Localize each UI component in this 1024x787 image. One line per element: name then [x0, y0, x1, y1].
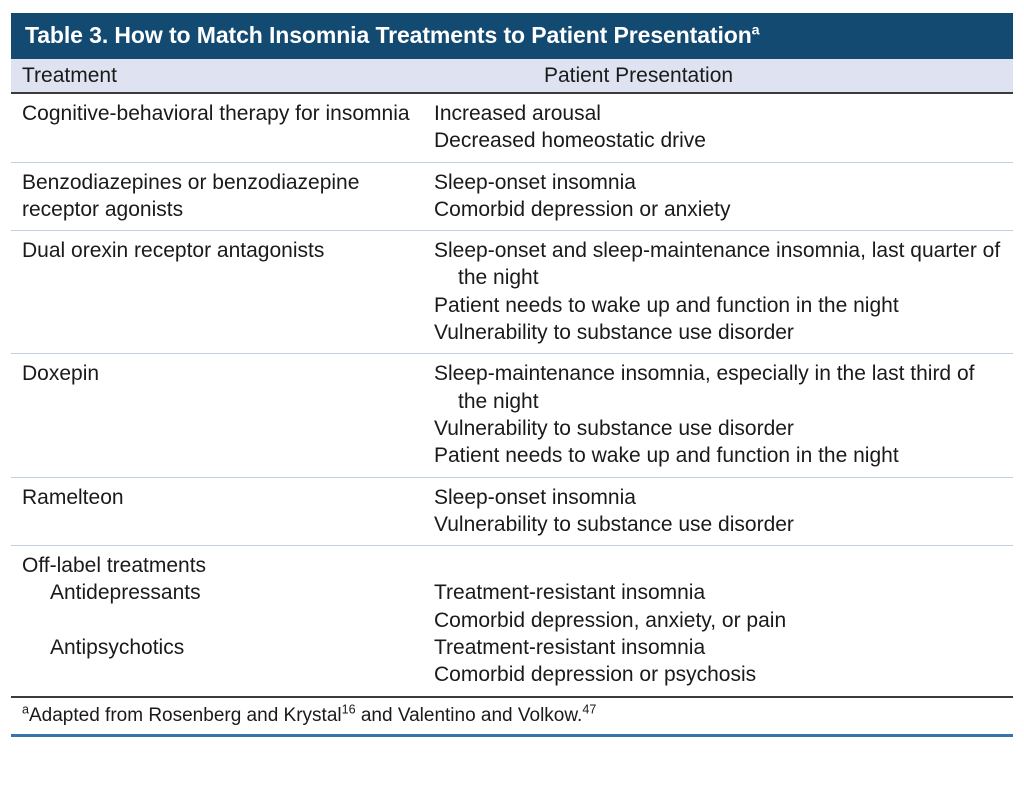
presentation-item: Decreased homeostatic drive — [434, 129, 706, 153]
presentation-item: Sleep-onset and sleep-maintenance insomn… — [434, 239, 1001, 290]
presentation-item: Patient needs to wake up and function in… — [434, 444, 899, 468]
presentation-item: Vulnerability to substance use disorder — [434, 321, 794, 345]
footnote-marker: a — [22, 702, 29, 717]
table-row: Dual orexin receptor antagonists Sleep-o… — [11, 231, 1013, 355]
presentation-cell: Sleep-onset insomnia Vulnerability to su… — [434, 484, 1013, 539]
presentation-item: Patient needs to wake up and function in… — [434, 293, 899, 317]
footnote-text-part2: and Valentino and Volkow. — [355, 704, 583, 726]
presentation-cell: Increased arousal Decreased homeostatic … — [434, 100, 1013, 155]
presentation-cell: Sleep-onset and sleep-maintenance insomn… — [434, 237, 1013, 346]
treatment-cell: Benzodiazepines or benzodiazepine recept… — [22, 170, 360, 221]
presentation-cell: Sleep-onset insomnia Comorbid depression… — [434, 169, 1013, 224]
footnote-reference-16: 16 — [341, 702, 356, 717]
table-row: Doxepin Sleep-maintenance insomnia, espe… — [11, 354, 1013, 478]
treatment-group-label: Off-label treatments — [22, 554, 207, 578]
table-title-text: Table 3. How to Match Insomnia Treatment… — [25, 22, 752, 48]
presentation-item: Treatment-resistant insomnia — [434, 581, 706, 605]
presentation-item: Comorbid depression or anxiety — [434, 197, 731, 221]
presentation-cell: Sleep-maintenance insomnia, especially i… — [434, 360, 1013, 469]
footnote-reference-47: 47 — [582, 702, 597, 717]
treatment-cell: Cognitive-behavioral therapy for insomni… — [22, 102, 410, 125]
presentation-item: Vulnerability to substance use disorder — [434, 416, 794, 440]
presentation-group-spacer — [434, 552, 1001, 579]
table-footnote: aAdapted from Rosenberg and Krystal16 an… — [11, 695, 1013, 738]
treatment-cell: Dual orexin receptor antagonists — [22, 239, 325, 263]
column-header-presentation: Patient Presentation — [543, 63, 734, 87]
presentation-item: Comorbid depression or psychosis — [434, 663, 757, 687]
treatment-subitem-label: Antidepressants — [50, 581, 201, 605]
presentation-cell: Treatment-resistant insomnia Comorbid de… — [434, 552, 1013, 688]
treatment-cell: Off-label treatments Antidepressants Ant… — [11, 552, 434, 688]
presentation-item: Sleep-onset insomnia — [434, 170, 636, 194]
column-header-treatment: Treatment — [22, 63, 117, 87]
table-row-group-off-label: Off-label treatments Antidepressants Ant… — [11, 546, 1013, 695]
presentation-item: Increased arousal — [434, 102, 601, 125]
table-title-footnote-marker: a — [751, 22, 760, 39]
treatment-cell: Ramelteon — [22, 485, 124, 509]
table-row: Benzodiazepines or benzodiazepine recept… — [11, 163, 1013, 232]
column-header-row: Treatment Patient Presentation — [11, 59, 1013, 94]
presentation-item: Sleep-onset insomnia — [434, 485, 636, 509]
treatment-cell: Doxepin — [22, 362, 100, 386]
table-row: Ramelteon Sleep-onset insomnia Vulnerabi… — [11, 478, 1013, 547]
presentation-item: Vulnerability to substance use disorder — [434, 512, 794, 536]
presentation-item: Sleep-maintenance insomnia, especially i… — [434, 362, 975, 413]
presentation-item: Comorbid depression, anxiety, or pain — [434, 608, 787, 632]
table-row: Cognitive-behavioral therapy for insomni… — [11, 94, 1013, 163]
treatment-subitem-label: Antipsychotics — [50, 636, 185, 660]
presentation-item: Treatment-resistant insomnia — [434, 636, 706, 660]
footnote-text-part1: Adapted from Rosenberg and Krystal — [28, 704, 342, 726]
table-body: Cognitive-behavioral therapy for insomni… — [11, 94, 1013, 696]
treatment-subitem-spacer — [22, 607, 424, 634]
table-title-bar: Table 3. How to Match Insomnia Treatment… — [11, 13, 1013, 59]
